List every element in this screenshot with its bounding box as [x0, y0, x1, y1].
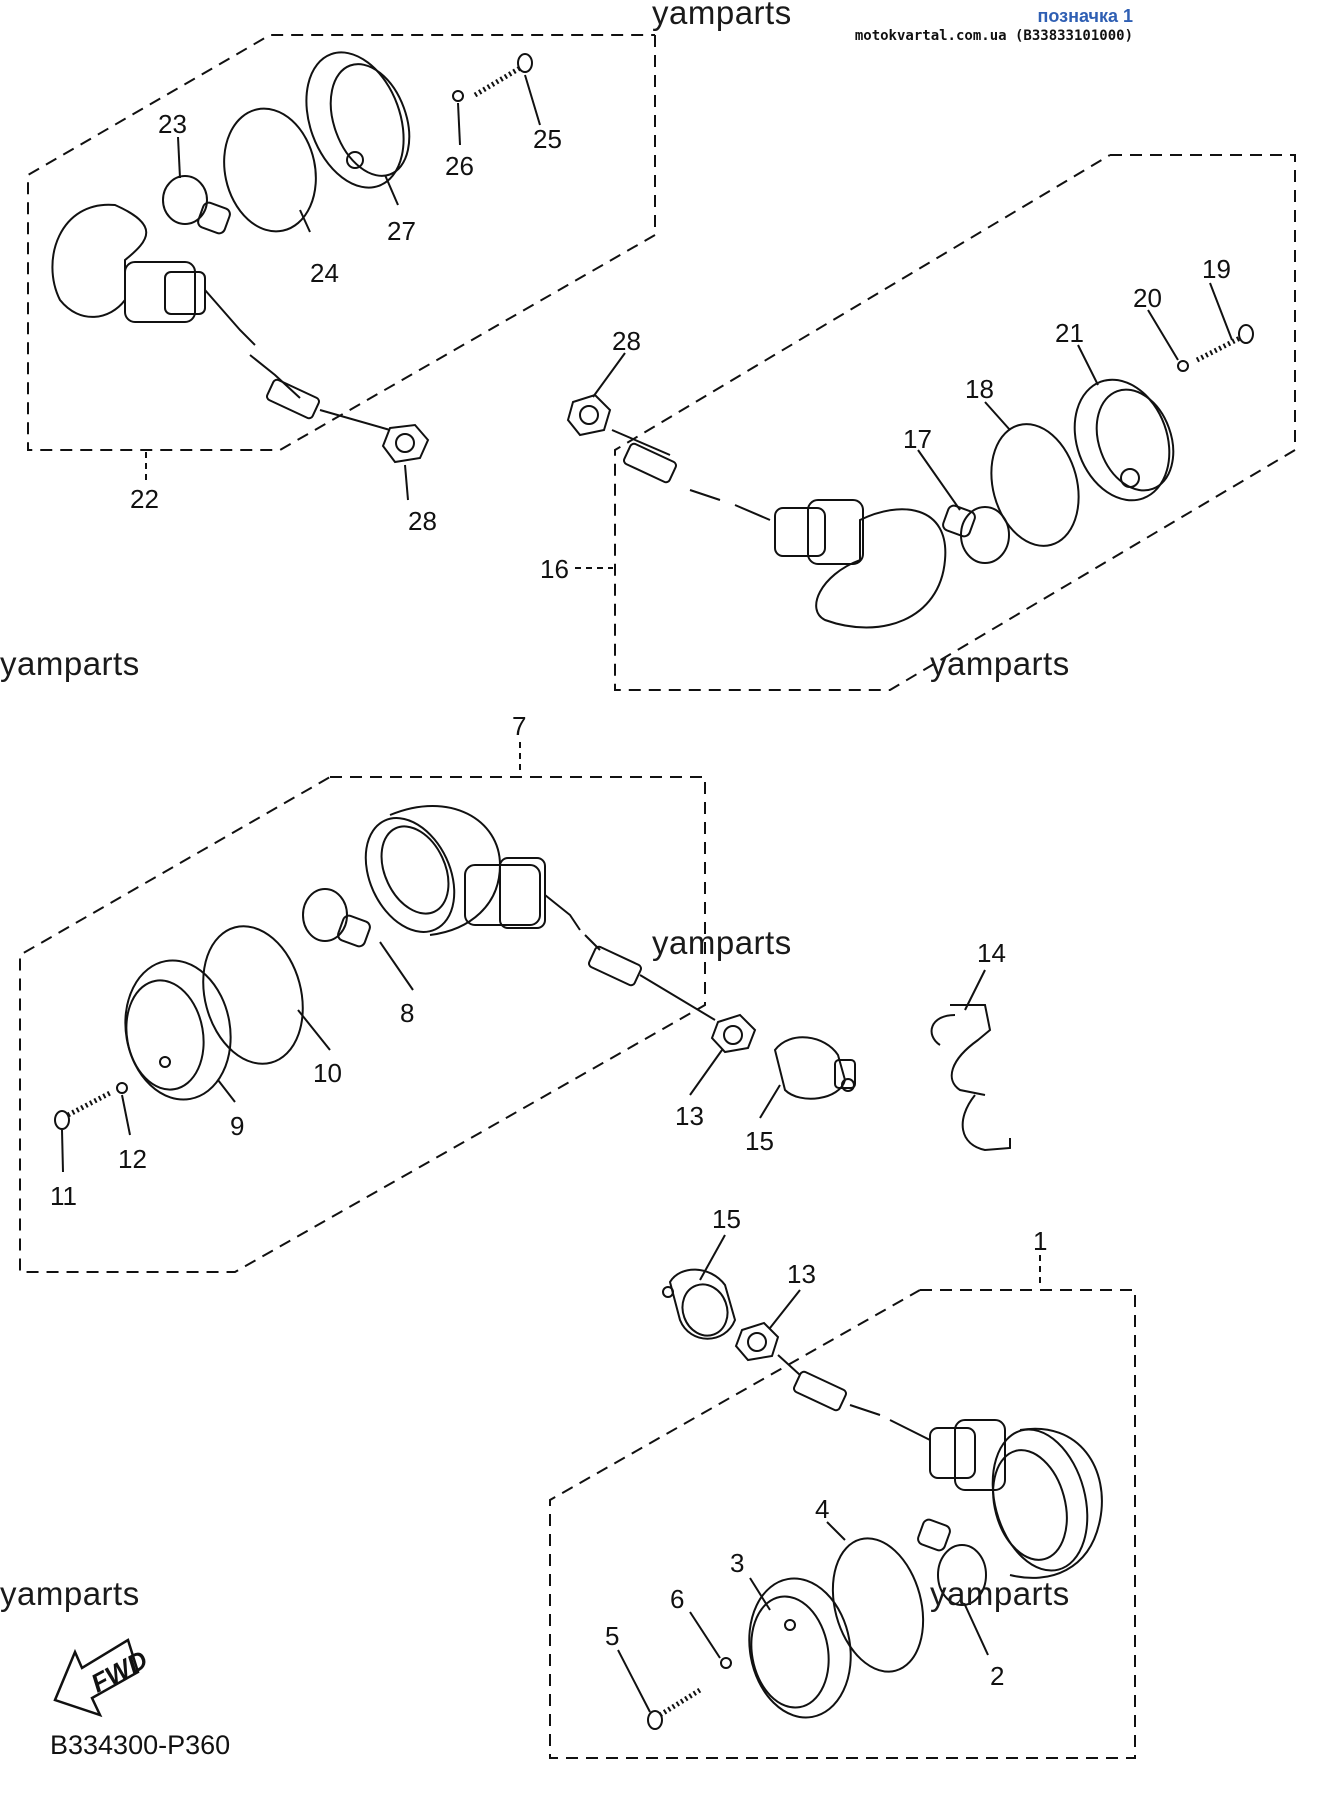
turn-signal-housing-16 — [623, 442, 947, 629]
washer-26 — [452, 90, 464, 102]
callout-16: 16 — [540, 554, 569, 584]
callout-26: 26 — [445, 151, 474, 181]
callout-23: 23 — [158, 109, 187, 139]
bulb-23 — [162, 175, 231, 235]
lens-3 — [748, 1577, 852, 1719]
callout-17: 17 — [903, 424, 932, 454]
grommet-15-lower — [662, 1268, 737, 1340]
callout-13-lower: 13 — [787, 1259, 816, 1289]
callout-27: 27 — [387, 216, 416, 246]
callout-3: 3 — [730, 1548, 744, 1578]
bracket-14 — [930, 1004, 1011, 1152]
grommet-15-upper — [773, 1036, 856, 1100]
nut-28-upper — [566, 393, 612, 437]
callout-5: 5 — [605, 1621, 619, 1651]
callout-11: 11 — [50, 1181, 77, 1211]
callout-28-upper: 28 — [612, 326, 641, 356]
turn-signal-housing-1 — [793, 1370, 1103, 1579]
callout-13-upper: 13 — [675, 1101, 704, 1131]
washer-6 — [720, 1657, 732, 1669]
screw-19 — [1195, 324, 1254, 363]
header-title: позначка 1 — [1037, 6, 1134, 26]
callout-15-upper: 15 — [745, 1126, 774, 1156]
callout-2: 2 — [990, 1661, 1004, 1691]
callout-22: 22 — [130, 484, 159, 514]
callout-12: 12 — [118, 1144, 147, 1174]
nut-13-lower — [734, 1321, 780, 1362]
bulb-8 — [302, 888, 371, 948]
bulb-2 — [917, 1518, 987, 1606]
watermark-left-1: yamparts — [0, 645, 140, 682]
fwd-arrow-icon — [53, 1638, 140, 1718]
lens-27 — [305, 51, 411, 189]
diagram-code: B334300-P360 — [50, 1730, 231, 1760]
turn-signal-housing-7 — [364, 804, 716, 1021]
watermark-left-2: yamparts — [0, 1575, 140, 1612]
callout-7: 7 — [512, 711, 526, 741]
gasket-18 — [990, 423, 1080, 547]
callout-28-lower: 28 — [408, 506, 437, 536]
watermark-right-2: yamparts — [930, 1575, 1070, 1612]
fwd-label: FWD — [86, 1644, 153, 1698]
callout-1: 1 — [1033, 1226, 1047, 1256]
washer-12 — [116, 1082, 128, 1094]
watermark-right-1: yamparts — [930, 645, 1070, 682]
screw-5 — [647, 1687, 702, 1730]
lens-9 — [124, 959, 232, 1101]
group-22-outline — [27, 34, 656, 451]
nut-28-lower — [381, 423, 430, 464]
callout-9: 9 — [230, 1111, 244, 1141]
header-source: motokvartal.com.ua (B33833101000) — [854, 28, 1133, 44]
callout-21: 21 — [1055, 318, 1084, 348]
screw-25 — [473, 53, 533, 98]
gasket-10 — [202, 925, 304, 1065]
callout-20: 20 — [1133, 283, 1162, 313]
callout-6: 6 — [670, 1584, 684, 1614]
turn-signal-housing-22 — [51, 203, 391, 431]
callout-10: 10 — [313, 1058, 342, 1088]
callout-15-lower: 15 — [712, 1204, 741, 1234]
lens-21 — [1073, 378, 1175, 502]
callout-19: 19 — [1202, 254, 1231, 284]
nut-13-upper — [710, 1013, 757, 1054]
gasket-24 — [223, 107, 317, 233]
group-16-outline — [614, 154, 1296, 691]
group-7-outline — [19, 776, 706, 1273]
callout-8: 8 — [400, 998, 414, 1028]
gasket-4 — [831, 1537, 925, 1673]
watermark-mid: yamparts — [652, 924, 792, 961]
watermark-top: yamparts — [652, 0, 792, 31]
callout-14: 14 — [977, 938, 1006, 968]
screw-11 — [54, 1090, 112, 1130]
callout-25: 25 — [533, 124, 562, 154]
callout-18: 18 — [965, 374, 994, 404]
callout-24: 24 — [310, 258, 339, 288]
bulb-17 — [942, 504, 1010, 564]
washer-20 — [1177, 360, 1189, 372]
callout-4: 4 — [815, 1494, 829, 1524]
